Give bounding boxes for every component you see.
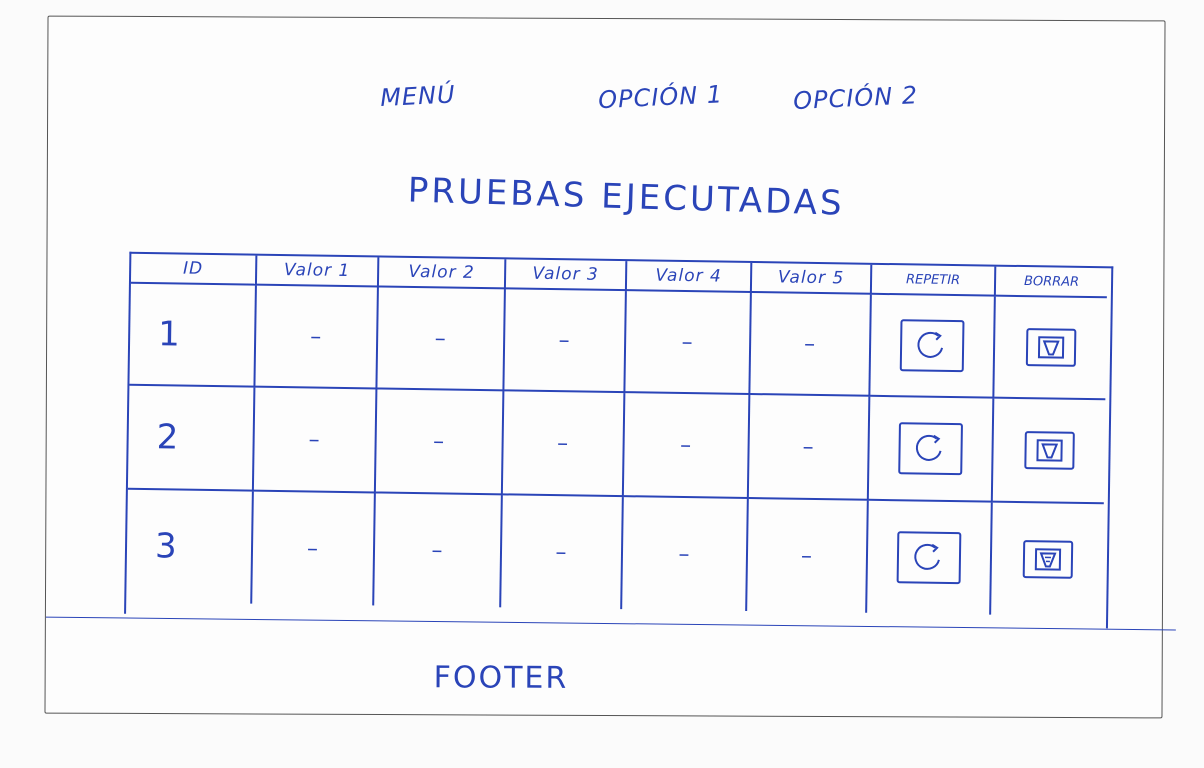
- row-value-3: –: [504, 289, 627, 394]
- header-valor-2: Valor 2: [378, 257, 507, 290]
- row-id: 3: [126, 489, 254, 604]
- trash-icon: [1037, 336, 1064, 359]
- page-title: PRUEBAS EJECUTADAS: [407, 170, 846, 224]
- delete-cell: [994, 296, 1107, 401]
- header-valor-5: Valor 5: [751, 263, 873, 295]
- delete-button[interactable]: [1025, 328, 1076, 367]
- row-value-3: –: [502, 391, 626, 498]
- row-value-5: –: [747, 498, 869, 613]
- repeat-button[interactable]: [896, 531, 962, 585]
- row-value-1: –: [255, 285, 379, 390]
- repeat-cell: [870, 294, 996, 399]
- row-value-3: –: [501, 495, 624, 610]
- repeat-cell: [868, 396, 995, 503]
- repeat-icon: [915, 434, 942, 461]
- row-value-5: –: [748, 395, 871, 501]
- nav-option-2[interactable]: OPCIÓN 2: [792, 81, 919, 116]
- nav-menu[interactable]: MENÚ: [379, 80, 457, 112]
- delete-cell: [992, 398, 1106, 505]
- nav-option-1[interactable]: OPCIÓN 1: [597, 80, 724, 115]
- top-nav: MENÚ OPCIÓN 1 OPCIÓN 2: [48, 77, 1164, 122]
- row-id: 2: [127, 385, 256, 492]
- header-valor-3: Valor 3: [505, 259, 628, 292]
- delete-button[interactable]: [1023, 431, 1075, 470]
- row-value-2: –: [375, 389, 505, 496]
- header-valor-4: Valor 4: [626, 261, 753, 294]
- trash-icon: [1035, 439, 1063, 462]
- row-value-2: –: [377, 287, 506, 392]
- row-value-4: –: [623, 393, 751, 499]
- header-borrar: BORRAR: [995, 266, 1108, 299]
- header-id: ID: [130, 253, 258, 286]
- row-value-5: –: [750, 293, 872, 397]
- row-value-4: –: [625, 291, 752, 396]
- delete-button[interactable]: [1022, 540, 1073, 579]
- header-valor-1: Valor 1: [256, 255, 380, 288]
- row-id: 1: [129, 283, 257, 388]
- delete-cell: [991, 503, 1104, 617]
- row-value-4: –: [622, 497, 749, 611]
- page-frame: MENÚ OPCIÓN 1 OPCIÓN 2 PRUEBAS EJECUTADA…: [44, 15, 1176, 719]
- results-table: ID Valor 1 Valor 2 Valor 3 Valor 4 Valor…: [124, 251, 1114, 629]
- row-value-1: –: [253, 387, 378, 494]
- repeat-button[interactable]: [899, 319, 965, 373]
- trash-icon: [1034, 548, 1061, 571]
- repeat-cell: [867, 500, 993, 615]
- footer: FOOTER: [433, 660, 569, 696]
- repeat-button[interactable]: [898, 422, 963, 476]
- repeat-icon: [917, 331, 944, 358]
- header-repetir: REPETIR: [871, 264, 997, 297]
- row-value-1: –: [252, 491, 376, 606]
- repeat-icon: [914, 543, 940, 570]
- row-value-2: –: [374, 493, 503, 608]
